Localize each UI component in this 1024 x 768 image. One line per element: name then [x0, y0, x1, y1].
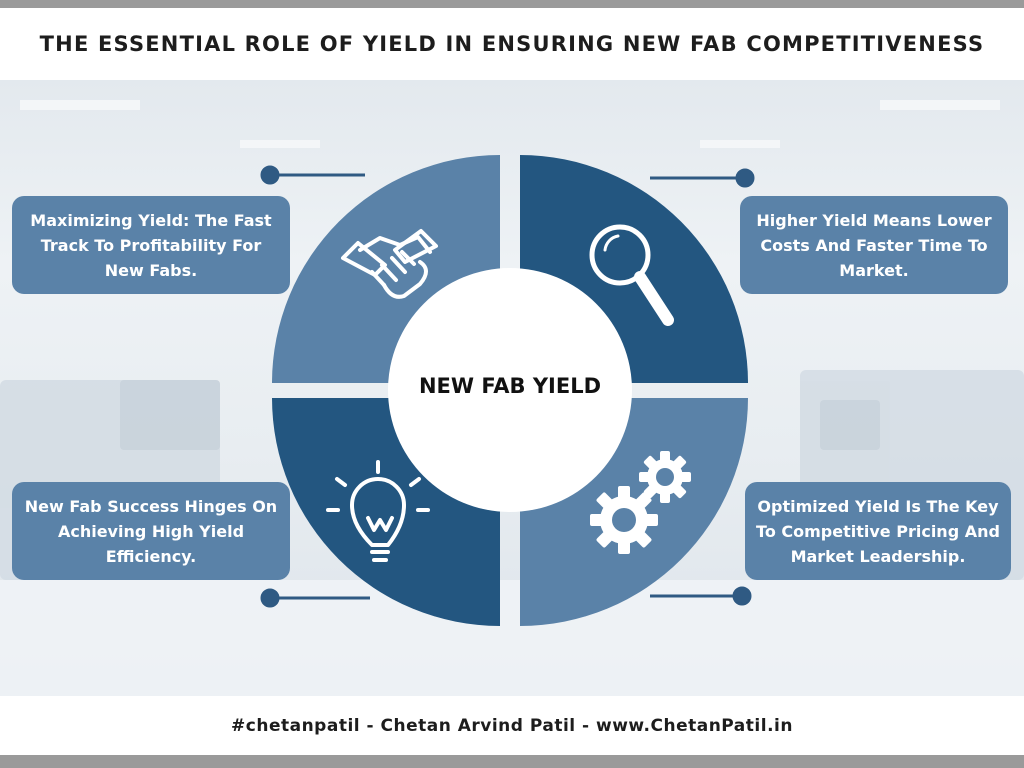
lightbulb-icon — [326, 460, 430, 562]
connector-dot-top-left — [260, 165, 280, 185]
text-box-bottom-left: New Fab Success Hinges On Achieving High… — [12, 482, 290, 580]
center-circle — [388, 268, 632, 512]
page-title: THE ESSENTIAL ROLE OF YIELD IN ENSURING … — [39, 32, 985, 56]
text-box-top-left: Maximizing Yield: The Fast Track To Prof… — [12, 196, 290, 294]
magnifier-icon — [589, 224, 674, 326]
connector-dot-bottom-right — [732, 586, 752, 606]
footer-credit: #chetanpatil - Chetan Arvind Patil - www… — [231, 715, 793, 736]
fab-background-illustration — [0, 100, 1024, 696]
handshake-icon — [341, 229, 438, 299]
text-box-top-right: Higher Yield Means Lower Costs And Faste… — [740, 196, 1008, 294]
text-box-bottom-right: Optimized Yield Is The Key To Competitiv… — [745, 482, 1011, 580]
connector-dot-bottom-left — [260, 588, 280, 608]
connector-dot-top-right — [735, 168, 755, 188]
top-border — [0, 0, 1024, 8]
bottom-border — [0, 755, 1024, 768]
gears-icon — [590, 451, 691, 554]
center-label: NEW FAB YIELD — [418, 374, 602, 398]
background-panel — [0, 80, 1024, 696]
